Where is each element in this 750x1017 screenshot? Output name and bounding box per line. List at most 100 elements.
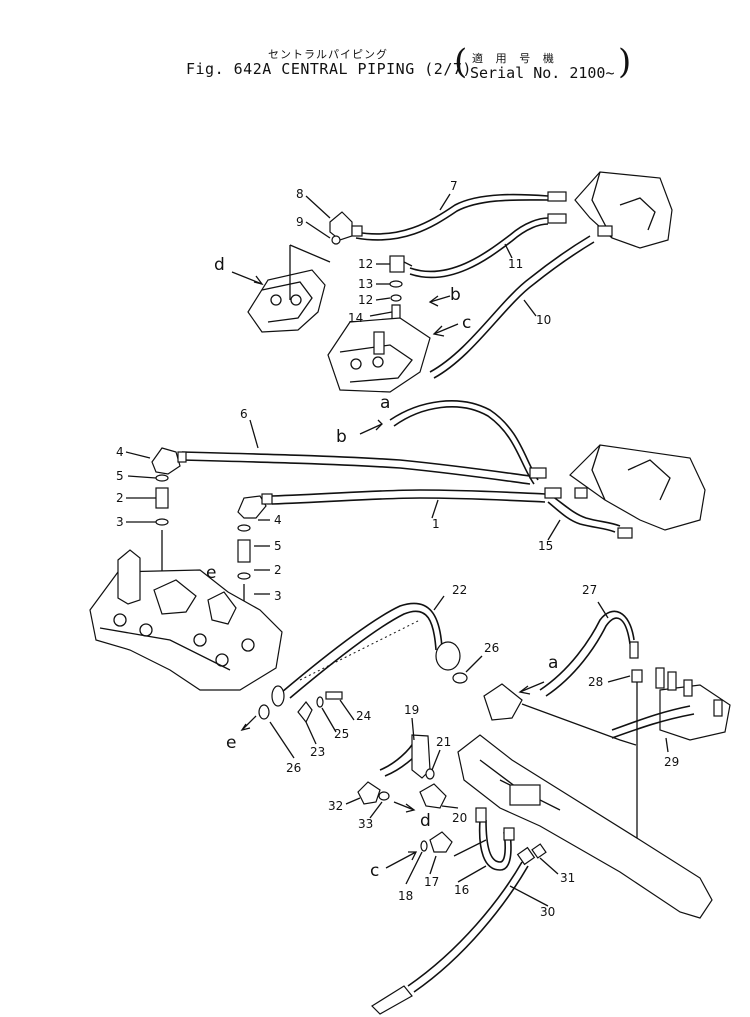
callout-12-upper: 12	[358, 257, 373, 271]
hose-15	[547, 501, 616, 533]
callout-28: 28	[588, 675, 603, 689]
letter-a-lower: a	[548, 653, 558, 673]
clamp-23	[297, 701, 313, 724]
callout-5-right: 5	[274, 539, 282, 553]
callout-21: 21	[436, 735, 451, 749]
flange-22	[271, 641, 461, 707]
callout-4-left: 4	[116, 445, 124, 459]
serial-number: Serial No. 2100~	[470, 64, 615, 82]
oring-3-left	[155, 518, 169, 526]
callout-27: 27	[582, 583, 597, 597]
callout-17: 17	[424, 875, 439, 889]
hose-27	[539, 610, 635, 691]
middle-cylinder	[529, 444, 706, 539]
fitting-31	[516, 846, 536, 866]
elbow-fitting-17	[429, 831, 453, 853]
callout-12-lower: 12	[358, 293, 373, 307]
control-valve-bc	[327, 317, 431, 393]
letter-b-upper: b	[450, 285, 461, 305]
callout-7: 7	[450, 179, 458, 193]
callout-6: 6	[240, 407, 248, 421]
oring-12	[390, 294, 402, 302]
callout-18: 18	[398, 889, 413, 903]
valve-bank-e	[89, 549, 283, 691]
callout-22: 22	[452, 583, 467, 597]
connection-arrows	[231, 271, 545, 869]
hose-22	[281, 602, 443, 693]
hose-7	[355, 193, 549, 235]
adapter-2-right	[237, 539, 251, 563]
hose-6	[181, 451, 531, 477]
adapter-2-left	[155, 487, 169, 509]
oring-26-lower	[258, 704, 270, 720]
oring-21	[425, 768, 435, 780]
callout-10: 10	[536, 313, 551, 327]
callout-3-right: 3	[274, 589, 282, 603]
hose-30	[407, 861, 523, 987]
letter-a-upper: a	[380, 393, 390, 413]
callout-31: 31	[560, 871, 575, 885]
hose-19	[379, 739, 416, 771]
valve-block-29	[611, 667, 731, 741]
control-valve-d	[247, 244, 331, 333]
letter-c-lower: c	[370, 861, 379, 881]
elbow-fitting-4-left	[151, 447, 187, 475]
callout-9: 9	[296, 215, 304, 229]
valve-block-a	[483, 683, 637, 746]
callout-4-right: 4	[274, 513, 282, 527]
elbow-fitting-32	[357, 781, 381, 805]
callout-26-upper: 26	[484, 641, 499, 655]
callout-20: 20	[452, 811, 467, 825]
callout-8: 8	[296, 187, 304, 201]
washer-25	[316, 696, 324, 708]
close-paren: )	[618, 42, 632, 82]
callout-25: 25	[334, 727, 349, 741]
connection-letters: d b c a b e e a d c	[206, 255, 558, 881]
callout-24: 24	[356, 709, 371, 723]
open-paren: (	[454, 42, 468, 82]
lift-cylinder	[457, 734, 713, 919]
callout-32: 32	[328, 799, 343, 813]
hose-30-end	[371, 985, 413, 1015]
elbow-fitting-8	[329, 211, 363, 245]
callout-13: 13	[358, 277, 373, 291]
figure-title-japanese: セントラルパイピング	[268, 48, 388, 61]
washer-13	[389, 280, 403, 288]
fitting-12	[389, 255, 413, 273]
figure-title: Fig. 642A CENTRAL PIPING (2/7)	[186, 60, 472, 78]
fitting-27-end	[629, 641, 639, 659]
hose-11	[409, 217, 549, 273]
fitting-28	[631, 669, 643, 845]
callout-29: 29	[664, 755, 679, 769]
leader-lines	[125, 193, 669, 907]
callout-19: 19	[404, 703, 419, 717]
oring-3-right	[237, 572, 251, 580]
callout-1: 1	[432, 517, 440, 531]
callout-14: 14	[348, 311, 363, 325]
callout-5-left: 5	[116, 469, 124, 483]
letter-e-lower: e	[226, 733, 236, 753]
letter-d-lower: d	[420, 811, 431, 831]
elbow-fitting-4-right	[237, 493, 273, 519]
letter-c-upper: c	[462, 313, 471, 333]
callout-15: 15	[538, 539, 553, 553]
letter-d-upper: d	[214, 255, 225, 275]
hose-10	[429, 235, 591, 373]
callout-23: 23	[310, 745, 325, 759]
callout-3-left: 3	[116, 515, 124, 529]
oring-5-left	[155, 474, 169, 482]
bolt-24	[325, 691, 343, 700]
part-callouts: 8 9 7 11 10 12 13 12 14 6 1 15 4 5 2 3 4…	[116, 179, 679, 919]
callout-11: 11	[508, 257, 523, 271]
hose-1	[271, 489, 546, 497]
serial-label-japanese: 適 用 号 機	[472, 52, 557, 65]
letter-e-upper: e	[206, 563, 216, 583]
callout-33: 33	[358, 817, 373, 831]
upper-cylinder	[547, 171, 673, 249]
oring-26-upper	[452, 672, 468, 684]
oring-5-right	[237, 524, 251, 532]
elbow-fitting-20	[419, 783, 447, 809]
callout-26-lower: 26	[286, 761, 301, 775]
callout-2-right: 2	[274, 563, 282, 577]
